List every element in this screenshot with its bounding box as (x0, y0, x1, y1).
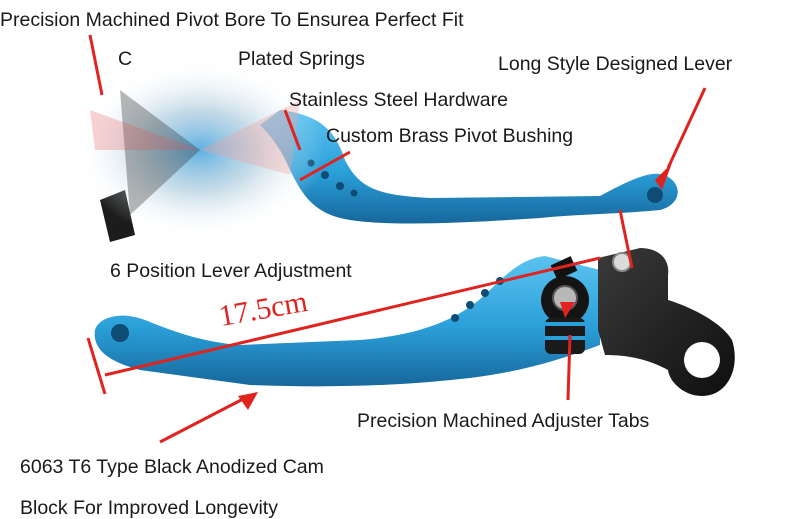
cam-pointer (159, 396, 246, 444)
stainless-pointer (283, 109, 302, 151)
brass-label: Custom Brass Pivot Bushing (326, 125, 574, 147)
adjuster-tabs-label: Precision Machined Adjuster Tabs (357, 410, 650, 432)
cam-label-line1: 6063 T6 Type Black Anodized Cam (20, 456, 324, 478)
lower-lever-hole (111, 324, 129, 342)
adjust-hole (466, 301, 474, 309)
arrow-head (238, 392, 258, 410)
upper-lever-body (260, 110, 678, 224)
arrow-head (655, 163, 672, 190)
adjuster-pointer (566, 334, 572, 401)
adjust-hole (481, 289, 489, 297)
arrow-head (560, 302, 575, 318)
blur-streak (90, 110, 200, 150)
measurement-end-right (618, 209, 634, 269)
springs-label: Plated Springs (238, 48, 365, 70)
measurement-end-left (86, 337, 107, 395)
cam-label-line2: Block For Improved Longevity (20, 497, 278, 519)
upper-lever (75, 60, 678, 242)
brass-pointer (299, 150, 351, 182)
lower-lever-body (94, 256, 600, 387)
pivot-bore-label: Precision Machined Pivot Bore To Ensurea… (0, 9, 464, 31)
adjuster-ring (545, 336, 585, 340)
adjust-hole (336, 182, 344, 190)
six-position-label: 6 Position Lever Adjustment (110, 260, 352, 282)
springs-label-prefix: C (118, 48, 133, 70)
long-style-label: Long Style Designed Lever (498, 53, 733, 75)
measurement-line (104, 256, 601, 377)
perch-mount-hole (684, 342, 720, 378)
upper-lever-hole (647, 187, 663, 203)
stainless-label: Stainless Steel Hardware (289, 89, 508, 111)
long-style-pointer (666, 87, 707, 169)
adjuster-ring (545, 322, 585, 326)
adjust-hole (321, 171, 329, 179)
adjust-hole (451, 314, 459, 322)
blur-streak (120, 90, 200, 215)
blurred-region (75, 60, 325, 240)
annotation-lines (86, 34, 707, 444)
adjust-hole (350, 189, 358, 197)
blur-streak (200, 100, 300, 175)
pivot-bore-pointer (88, 34, 104, 96)
arrow-heads (238, 163, 672, 410)
